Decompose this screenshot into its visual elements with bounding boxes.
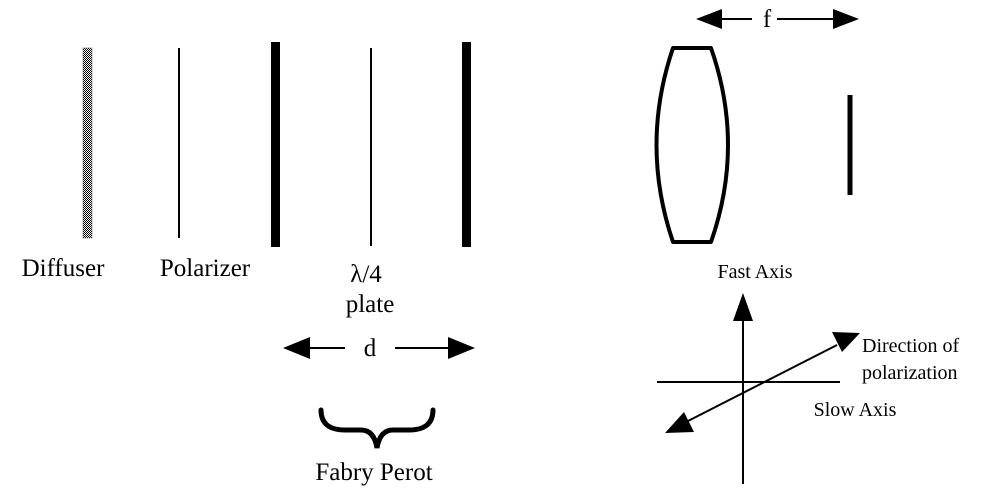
polarization-direction-arrow xyxy=(665,332,860,433)
d-label: d xyxy=(364,335,377,362)
polarization-label: polarization xyxy=(862,362,958,384)
lens xyxy=(654,46,730,244)
axes-cross xyxy=(657,293,840,484)
direction-of-label: Direction of xyxy=(862,335,960,357)
d-arrowhead-right xyxy=(448,337,475,359)
diffuser-plate xyxy=(82,47,93,239)
fabry-perot-mirror-left xyxy=(271,42,280,247)
f-label: f xyxy=(763,6,772,33)
polarizer-label: Polarizer xyxy=(160,255,251,282)
f-arrowhead-right xyxy=(833,9,859,29)
f-dimension-arrow xyxy=(696,9,859,29)
fast-axis-arrowhead xyxy=(733,293,753,321)
f-arrowhead-left xyxy=(696,9,722,29)
fast-axis-label: Fast Axis xyxy=(717,261,792,283)
diffuser-label: Diffuser xyxy=(22,255,106,282)
fabry-perot-brace xyxy=(318,407,436,449)
fabry-perot-mirror-right xyxy=(462,42,471,247)
polarization-arrowhead-upper xyxy=(832,332,860,352)
plate-label: plate xyxy=(346,291,395,318)
slow-axis-label: Slow Axis xyxy=(814,399,897,421)
polarization-arrowhead-lower xyxy=(665,412,694,433)
fabry-perot-label: Fabry Perot xyxy=(315,459,432,486)
d-dimension-arrow xyxy=(283,337,475,359)
lambda-quarter-label: λ/4 xyxy=(350,261,382,288)
d-arrowhead-left xyxy=(283,337,310,359)
